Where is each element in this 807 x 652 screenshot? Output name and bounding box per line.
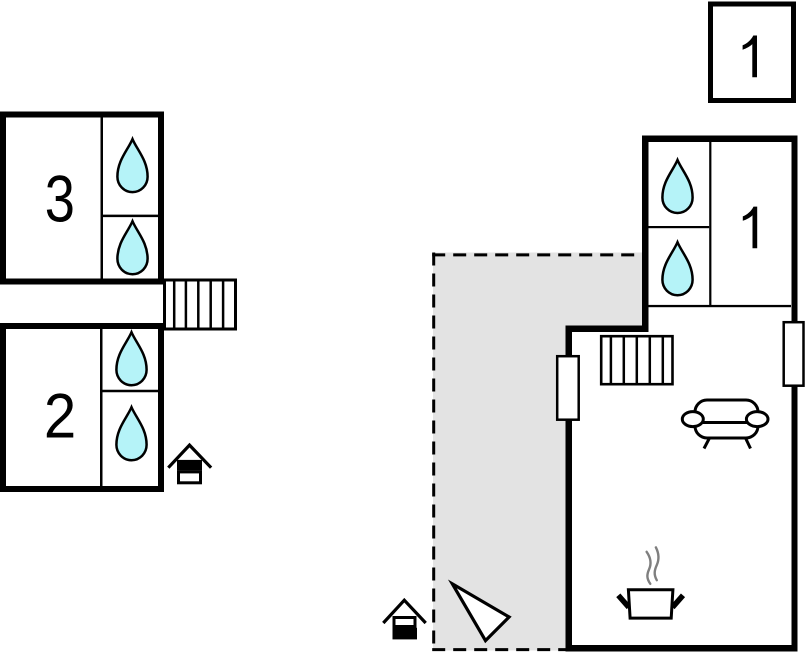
svg-text:3: 3 [45, 162, 75, 236]
svg-text:2: 2 [44, 380, 76, 451]
